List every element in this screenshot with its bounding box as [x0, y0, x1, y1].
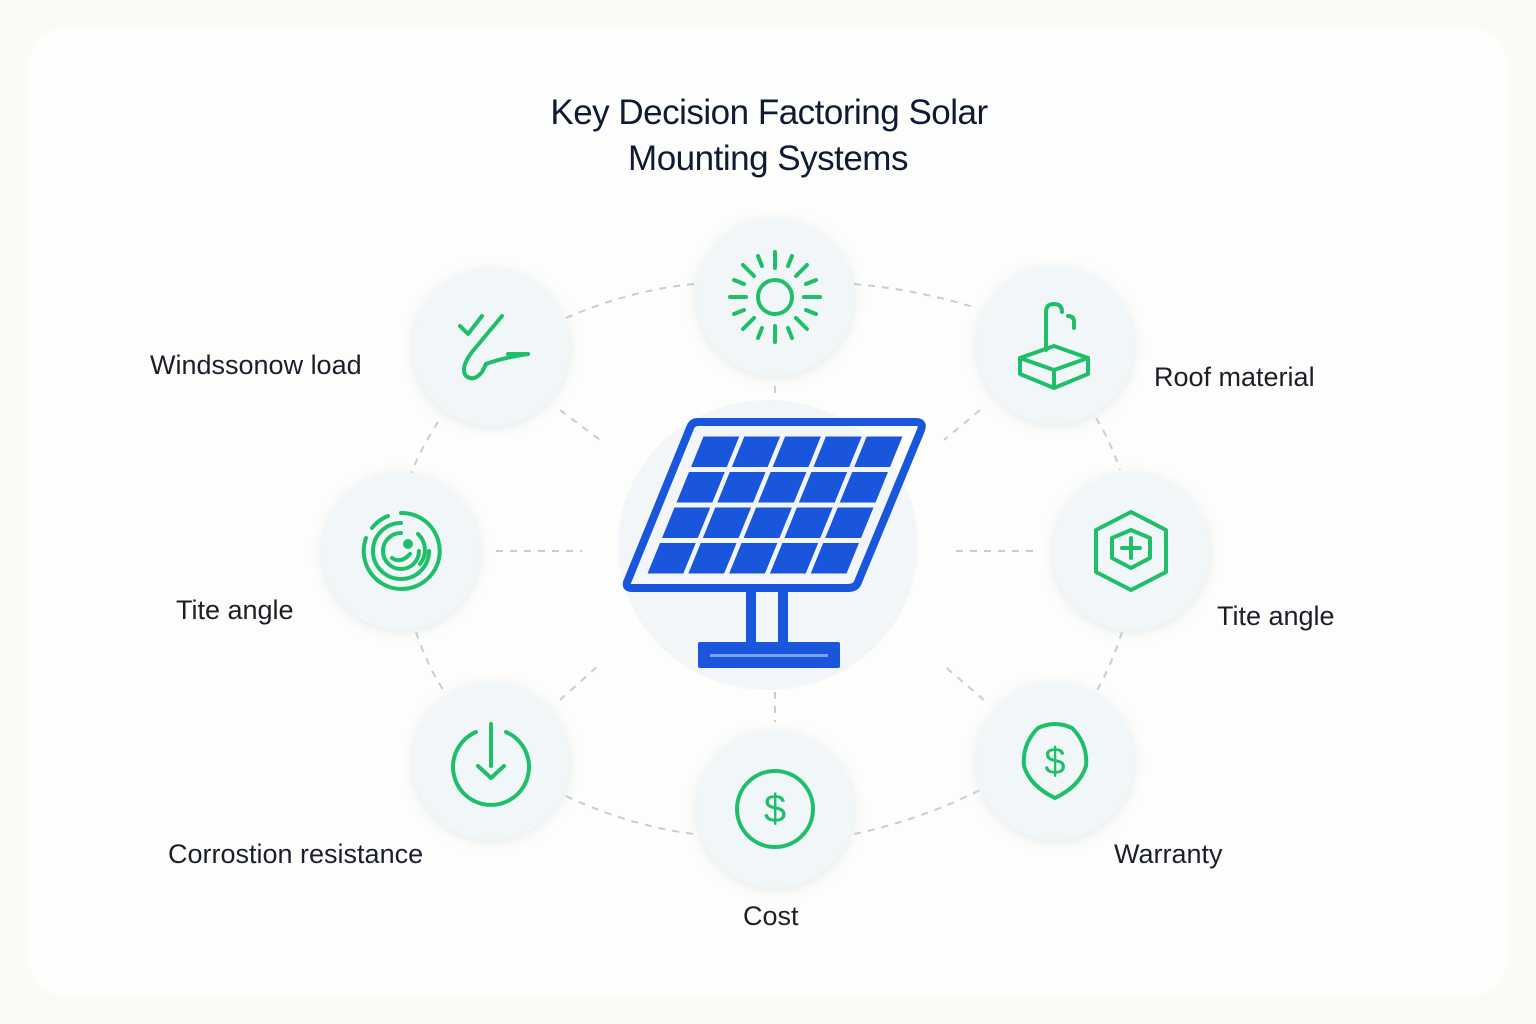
solar-cell: [810, 543, 859, 574]
solar-panel-icon: [622, 418, 926, 668]
solar-cell: [758, 472, 807, 503]
factor-node-corrosion: [412, 682, 570, 840]
dollar-shield-icon: $: [1021, 722, 1089, 800]
solar-cell: [839, 472, 888, 503]
solar-cell: [662, 507, 711, 538]
ring-arc-right-upper: [1095, 417, 1121, 471]
solar-cell: [784, 507, 833, 538]
solar-cell: [729, 543, 778, 574]
solar-cell: [676, 472, 725, 503]
label-tilt-angle-left: Tite angle: [176, 595, 294, 625]
ring-arc-left-upper: [409, 421, 439, 477]
label-cost: Cost: [743, 901, 799, 931]
factor-node-roof: [976, 266, 1134, 424]
spoke-top-right: [943, 409, 981, 441]
ring-arc-right-lower: [1095, 631, 1123, 693]
label-tilt-angle-right: Tite angle: [1217, 601, 1335, 631]
factor-node-tilt-left: [322, 472, 480, 630]
dollar-coin-icon: $: [735, 769, 815, 849]
solar-cell: [743, 507, 792, 538]
ring-arc-bottom-right: [853, 789, 981, 835]
label-corrosion-resistance: Corrostion resistance: [168, 839, 424, 869]
label-wind-snow-load: Windssonow load: [150, 350, 362, 380]
solar-cell: [688, 543, 737, 574]
sun-icon: [728, 250, 822, 344]
factor-node-top: [696, 218, 854, 376]
solar-cell: [854, 436, 903, 467]
spoke-bottom-left: [559, 663, 601, 701]
solar-cell: [691, 436, 740, 467]
solar-cell: [813, 436, 862, 467]
spoke-bottom-right: [941, 663, 985, 701]
solar-cell: [825, 507, 874, 538]
svg-text:$: $: [1044, 741, 1065, 783]
ring-arc-top-right: [853, 283, 977, 309]
solar-cell: [702, 507, 752, 538]
factor-node-cost: $: [696, 730, 854, 888]
solar-cell: [769, 543, 819, 574]
title-line-2: Mounting Systems: [628, 139, 908, 178]
target-icon: [361, 510, 442, 591]
ring-arc-top-left: [565, 283, 695, 319]
factor-node-wind-snow: [412, 268, 570, 426]
diagram-title: Key Decision Factoring Solar Mounting Sy…: [0, 90, 1536, 182]
hexagon-shield-icon: [1094, 510, 1168, 592]
label-roof-material: Roof material: [1154, 362, 1315, 392]
title-line-1: Key Decision Factoring Solar: [550, 93, 988, 132]
ring-arc-bottom-left: [565, 795, 695, 835]
roof-material-icon: [1018, 302, 1090, 390]
factor-node-tilt-right: [1052, 472, 1210, 630]
solar-cell: [717, 472, 766, 503]
power-drop-icon: [451, 722, 531, 807]
solar-cell: [731, 436, 781, 467]
label-warranty: Warranty: [1114, 839, 1223, 869]
wind-snow-icon: [458, 314, 530, 381]
solar-cell: [647, 543, 696, 574]
solar-cell: [772, 436, 821, 467]
solar-cell: [798, 472, 848, 503]
factor-node-warranty: $: [976, 682, 1134, 840]
ring-arc-left-lower: [415, 631, 447, 695]
svg-text:$: $: [764, 787, 786, 831]
